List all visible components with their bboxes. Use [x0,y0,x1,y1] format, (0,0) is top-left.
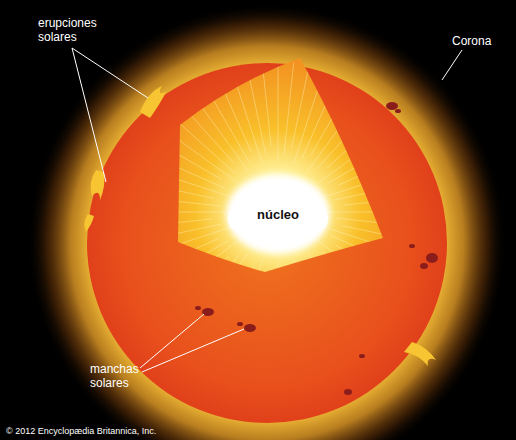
core-node: núcleo [226,188,330,240]
interior-rays [128,62,428,362]
node-label: núcleo [226,188,330,222]
flare-label: erupciones solares [38,16,118,44]
corona-glow [27,3,507,440]
cutaway [178,58,383,272]
core-glow [226,174,330,254]
sunspot-label: manchas solares [90,362,160,390]
leader-lines [72,48,462,372]
corona-label: Corona [452,34,512,48]
sunspots [195,102,438,395]
copyright-note: © 2012 Encyclopædia Britannica, Inc. [6,426,266,437]
